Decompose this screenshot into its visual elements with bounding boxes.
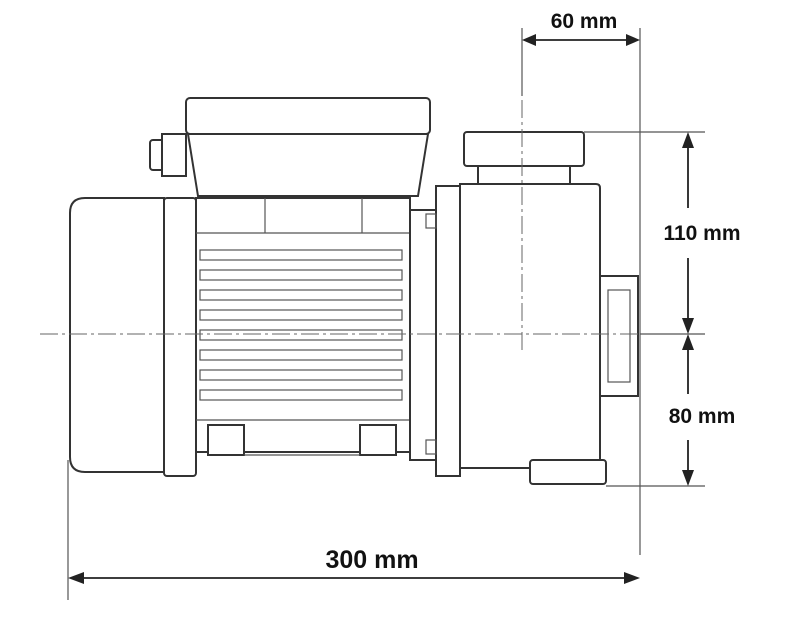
dimension-lower-height: 80 mm: [669, 334, 736, 486]
pump-housing: [459, 131, 639, 485]
terminal-box: [149, 97, 431, 197]
extension-lines: [67, 28, 705, 600]
dimension-total-length: 300 mm: [68, 546, 640, 584]
total-length-label: 300 mm: [325, 546, 418, 574]
centerlines: [40, 100, 640, 350]
cooling-fins: [199, 249, 403, 401]
top-width-label: 60 mm: [551, 10, 618, 33]
motor-body: [69, 197, 411, 477]
motor-feet: [207, 424, 397, 456]
flange-plate: [409, 185, 461, 477]
dimension-top-width: 60 mm: [522, 10, 640, 46]
lower-height-label: 80 mm: [669, 405, 736, 428]
dimension-upper-height: 110 mm: [663, 132, 741, 334]
upper-height-label: 110 mm: [663, 222, 740, 245]
